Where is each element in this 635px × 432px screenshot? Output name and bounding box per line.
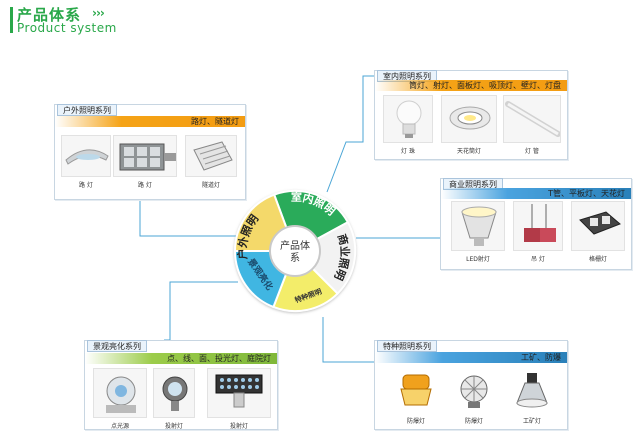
product-caption: 路 灯: [79, 182, 93, 189]
product-outdoor-1[interactable]: 路 灯: [61, 135, 111, 189]
card-special-strip: 工矿、防爆: [375, 352, 567, 363]
spotlight-icon: [461, 206, 497, 246]
product-caption: 路 灯: [138, 182, 152, 189]
product-commercial-1[interactable]: LED射灯: [451, 201, 505, 263]
product-commercial-2[interactable]: 吊 灯: [513, 201, 563, 263]
card-landscape[interactable]: 景观亮化系列 点、线、面、投光灯、庭院灯 点光源 投射灯: [84, 340, 278, 430]
product-indoor-3[interactable]: 灯 管: [503, 95, 561, 155]
grille-light-icon: [579, 211, 621, 235]
card-special[interactable]: 特种照明系列 工矿、防爆 防爆灯 防爆灯 工矿灯: [374, 340, 568, 430]
header-accent-bar: [10, 7, 13, 33]
product-system-wheel: 室内照明 商业照明 户外照明 特种照明 景观亮化 产品体 系: [233, 190, 357, 312]
explosion-proof-light-icon: [400, 374, 432, 406]
product-caption: 隧道灯: [201, 182, 220, 189]
product-caption: 点光源: [110, 423, 129, 430]
module-streetlight-icon: [119, 143, 176, 171]
product-outdoor-2[interactable]: 路 灯: [113, 135, 177, 189]
card-commercial-strip: T管、平板灯、天花灯: [441, 188, 631, 199]
product-indoor-2[interactable]: 天花筒灯: [441, 95, 497, 155]
product-special-2[interactable]: 防爆灯: [451, 371, 497, 425]
wheel-segment-commercial: [293, 220, 357, 295]
mining-light-icon: [516, 373, 548, 408]
card-outdoor-tab[interactable]: 户外照明系列: [57, 104, 117, 116]
chevron-right-icon: ›››: [92, 6, 105, 20]
wheel-center: [269, 225, 321, 277]
wheel-center-line1: 产品体: [280, 239, 310, 252]
card-outdoor[interactable]: 户外照明系列 路灯、隧道灯 路 灯 路 灯: [54, 104, 246, 200]
page-title: 产品体系: [17, 6, 82, 24]
card-landscape-strip: 点、线、面、投光灯、庭院灯: [85, 353, 277, 364]
streetlight-icon: [65, 149, 109, 165]
tube-icon: [505, 101, 560, 137]
product-caption: LED射灯: [466, 256, 490, 263]
product-caption: 防爆灯: [406, 418, 425, 425]
product-caption: 投射灯: [229, 423, 248, 430]
tunnel-light-icon: [193, 141, 233, 171]
product-indoor-1[interactable]: 灯 珠: [383, 95, 433, 155]
connector-landscape: [164, 281, 238, 341]
card-special-tab[interactable]: 特种照明系列: [377, 340, 437, 352]
product-caption: 灯 管: [525, 148, 539, 155]
connector-indoor: [326, 75, 374, 193]
product-commercial-3[interactable]: 格栅灯: [571, 201, 625, 263]
card-outdoor-strip: 路灯、隧道灯: [55, 116, 245, 127]
product-caption: 灯 珠: [401, 148, 415, 155]
product-landscape-2[interactable]: 投射灯: [153, 368, 195, 430]
card-indoor[interactable]: 室内照明系列 筒灯、射灯、面板灯、吸顶灯、壁灯、灯盘 灯 珠 天花筒灯: [374, 70, 568, 160]
product-caption: 天花筒灯: [456, 148, 481, 155]
connector-outdoor: [139, 199, 244, 237]
product-caption: 格栅灯: [588, 256, 607, 263]
product-landscape-1[interactable]: 点光源: [93, 368, 147, 430]
product-caption: 吊 灯: [531, 256, 545, 263]
card-landscape-tab[interactable]: 景观亮化系列: [87, 340, 147, 352]
downlight-icon: [449, 106, 491, 130]
projector-icon: [162, 376, 188, 411]
card-indoor-strip: 筒灯、射灯、面板灯、吸顶灯、壁灯、灯盘: [375, 80, 567, 91]
pendant-lamp-icon: [524, 204, 556, 242]
product-special-3[interactable]: 工矿灯: [509, 371, 555, 425]
product-caption: 投射灯: [164, 423, 183, 430]
page-subtitle: Product system: [17, 21, 117, 35]
wheel-center-line2: 系: [290, 252, 300, 264]
flood-light-icon: [215, 374, 263, 408]
point-light-icon: [106, 376, 136, 413]
connector-special: [322, 317, 374, 363]
product-caption: 工矿灯: [522, 418, 541, 425]
explosion-proof-light-icon: [460, 375, 488, 408]
bulb-icon: [396, 100, 422, 138]
product-outdoor-3[interactable]: 隧道灯: [185, 135, 237, 189]
product-special-1[interactable]: 防爆灯: [393, 371, 439, 425]
product-caption: 防爆灯: [464, 418, 483, 425]
product-landscape-3[interactable]: 投射灯: [207, 368, 271, 430]
card-commercial[interactable]: 商业照明系列 T管、平板灯、天花灯 LED射灯 吊 灯: [440, 178, 632, 270]
